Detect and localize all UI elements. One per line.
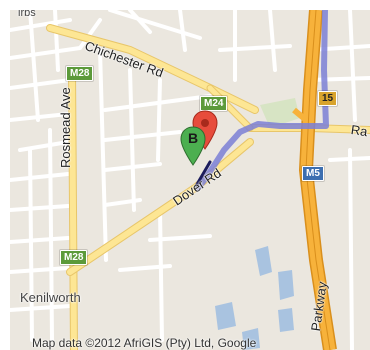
- water-body-1: [255, 246, 272, 276]
- marker-b-label: B: [187, 130, 199, 146]
- marker-a[interactable]: [192, 110, 218, 150]
- shield-15: 15: [318, 91, 338, 106]
- route-line: [195, 10, 329, 191]
- marker-b[interactable]: B: [180, 126, 206, 166]
- shield-m28-bottom: M28: [60, 250, 88, 265]
- shield-m28-top: M28: [66, 66, 94, 81]
- top-cut-label: irbs: [18, 10, 36, 19]
- shield-m5: M5: [302, 166, 324, 181]
- route-end-segment: [194, 160, 212, 188]
- place-label-kenilworth: Kenilworth: [20, 290, 81, 305]
- arterial-roads: [46, 24, 370, 350]
- map-attribution: Map data ©2012 AfriGIS (Pty) Ltd, Google: [32, 336, 257, 350]
- park-area: [260, 98, 300, 128]
- shield-m24: M24: [200, 96, 228, 111]
- street-grid: [10, 10, 370, 350]
- road-label-rosmead: Rosmead Ave: [58, 87, 73, 168]
- water-body-5: [278, 308, 294, 332]
- marker-green-icon: [180, 126, 206, 166]
- water-body-2: [278, 270, 294, 300]
- map-viewport[interactable]: irbs Chichester Rd Rosmead Ave Dover Rd …: [10, 10, 370, 350]
- marker-red-icon: [192, 110, 218, 150]
- water-body-3: [215, 302, 236, 330]
- road-label-ra: Ra: [349, 122, 369, 140]
- water-body-4: [242, 328, 260, 350]
